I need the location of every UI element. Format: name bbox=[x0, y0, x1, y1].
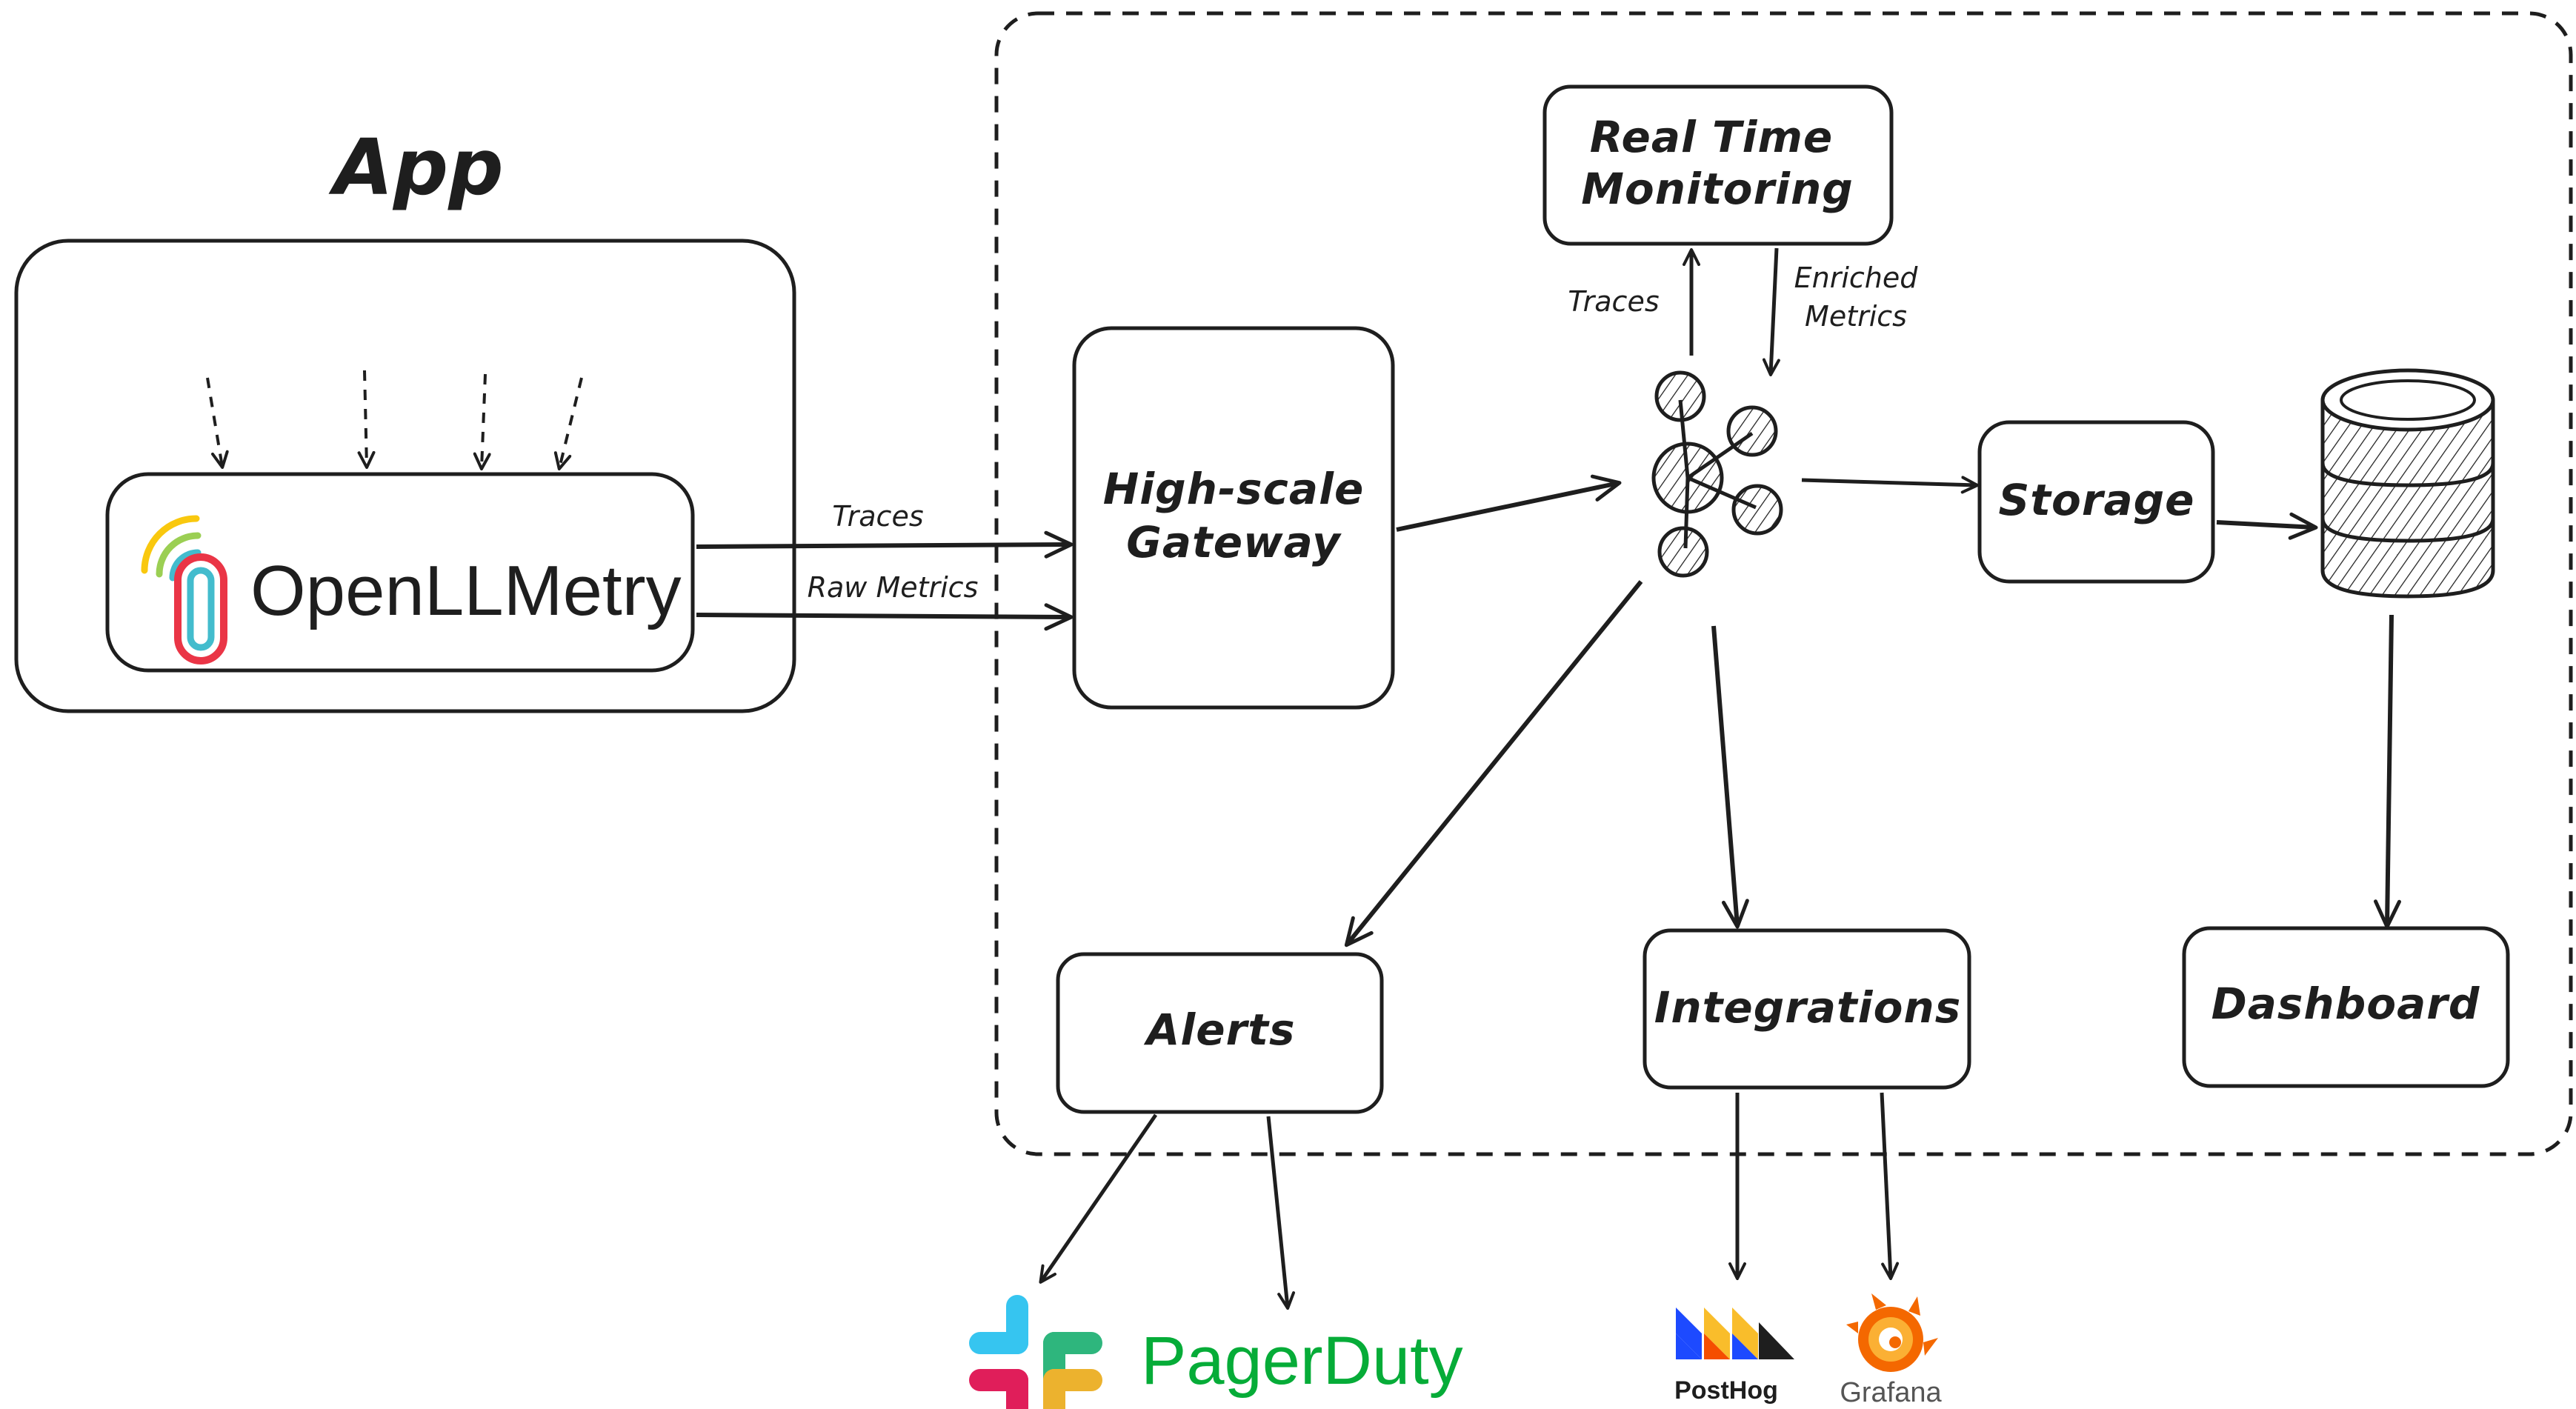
realtime-label-line2: Monitoring bbox=[1581, 164, 1854, 214]
dashboard-label: Dashboard bbox=[2211, 979, 2480, 1029]
storage-to-database-edge bbox=[2216, 512, 2318, 540]
monitor-traces-label: Traces bbox=[1568, 285, 1659, 318]
hub-network-icon bbox=[1651, 370, 1783, 578]
gateway-to-hub-edge bbox=[1396, 474, 1622, 532]
instrumentation-arrow bbox=[357, 370, 376, 469]
alerts-to-pagerduty-edge bbox=[1266, 1116, 1296, 1310]
alerts-box bbox=[1056, 952, 1384, 1114]
app-title: App bbox=[328, 122, 503, 213]
database-to-dashboard-edge bbox=[2373, 614, 2401, 929]
integrations-to-grafana-edge bbox=[1880, 1092, 1900, 1280]
enriched-metrics-edge bbox=[1762, 247, 1780, 376]
posthog-label: PostHog bbox=[1674, 1376, 1778, 1405]
slack-icon bbox=[969, 1295, 1102, 1409]
enriched-label-line1: Enriched bbox=[1794, 262, 1919, 294]
instrumentation-arrow bbox=[553, 377, 583, 470]
storage-box bbox=[1977, 420, 2215, 584]
integrations-box bbox=[1643, 928, 1971, 1090]
pagerduty-logo: PagerDuty bbox=[1141, 1323, 1463, 1399]
app-container bbox=[14, 239, 796, 713]
gateway-box bbox=[1072, 326, 1395, 710]
storage-label: Storage bbox=[1999, 475, 2195, 525]
openllmetry-logo-text: OpenLLMetry bbox=[250, 551, 682, 630]
alerts-to-slack-edge bbox=[1039, 1113, 1158, 1284]
traces-edge bbox=[696, 530, 1074, 559]
posthog-icon bbox=[1676, 1308, 1794, 1359]
openllmetry-icon bbox=[141, 515, 227, 664]
realtime-label-line1: Real Time bbox=[1590, 112, 1834, 162]
realtime-monitoring-box bbox=[1542, 84, 1894, 246]
gateway-label-line2: Gateway bbox=[1126, 517, 1342, 567]
alerts-label: Alerts bbox=[1144, 1005, 1296, 1055]
instrumentation-arrows bbox=[206, 370, 583, 470]
grafana-label: Grafana bbox=[1840, 1377, 1942, 1408]
traces-edge-label: Traces bbox=[832, 500, 923, 533]
grafana-icon bbox=[1846, 1293, 1938, 1372]
gateway-label-line1: High-scale bbox=[1103, 464, 1365, 514]
raw-metrics-edge-label: Raw Metrics bbox=[808, 571, 979, 604]
hub-to-storage-edge bbox=[1801, 476, 1979, 494]
dashboard-box bbox=[2182, 926, 2510, 1088]
integrations-label: Integrations bbox=[1654, 982, 1961, 1033]
raw-metrics-edge bbox=[696, 603, 1074, 631]
hub-to-integrations-edge bbox=[1711, 625, 1749, 929]
hub-to-alerts-edge bbox=[1344, 580, 1643, 947]
backend-container bbox=[994, 11, 2573, 1156]
instrumentation-arrow bbox=[206, 377, 229, 469]
openllmetry-box bbox=[105, 472, 695, 673]
database-icon bbox=[2320, 368, 2495, 599]
enriched-label-line2: Metrics bbox=[1805, 300, 1907, 333]
instrumentation-arrow bbox=[473, 373, 491, 470]
